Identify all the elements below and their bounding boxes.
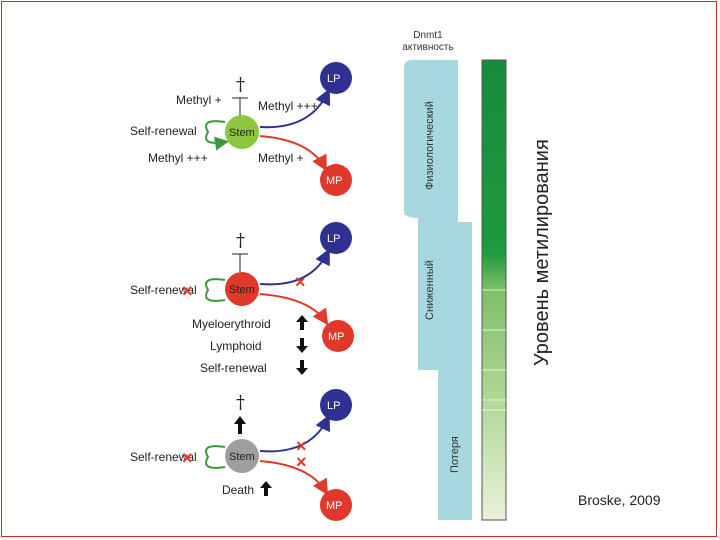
dnmt1-label-line2: активность: [402, 42, 454, 53]
band-label-physiological: Физиологический: [424, 101, 436, 190]
blocked-x-icon: ×: [296, 436, 307, 456]
label-lymphoid: Lymphoid: [210, 339, 262, 353]
lp-label: LP: [327, 400, 340, 412]
methylation-bar-ticks: [482, 289, 506, 411]
panel-physiological: † Methyl + Methyl +++ Self-renewal Methy…: [130, 62, 352, 196]
self-renewal-loop: [205, 120, 229, 151]
label-self-renewal: Self-renewal: [130, 124, 197, 138]
label-self-renewal: Self-renewal: [130, 283, 197, 297]
mp-label: MP: [328, 331, 345, 343]
mp-label: MP: [326, 175, 343, 187]
arrow-to-mp: [259, 460, 329, 496]
self-renewal-loop: [205, 278, 226, 302]
panel-loss: † Self-renewal × Stem × × LP MP Death: [130, 389, 352, 521]
band-label-loss: Потеря: [449, 436, 461, 473]
arrow-to-lp: [259, 248, 330, 286]
lp-node: [320, 389, 352, 421]
arrow-to-lp: [259, 88, 331, 129]
dagger-icon: †: [236, 230, 245, 251]
arrow-up-icon: [260, 481, 272, 496]
dagger-icon: †: [236, 392, 245, 413]
label-methyl-plus: Methyl +: [176, 93, 222, 107]
label-self-renewal-change: Self-renewal: [200, 361, 267, 375]
stem-label: Stem: [229, 451, 255, 463]
arrow-to-mp: [259, 135, 327, 172]
blocked-x-icon: ×: [182, 281, 193, 301]
blocked-x-icon: ×: [182, 448, 193, 468]
mp-node: [322, 320, 354, 352]
stem-cell-loss: [225, 439, 259, 473]
stem-cell-normal: [225, 115, 259, 149]
lp-label: LP: [327, 73, 340, 85]
label-self-renewal: Self-renewal: [130, 450, 197, 464]
panel-reduced: † Self-renewal × Stem × LP MP Myeloeryth…: [130, 222, 354, 375]
mp-node: [320, 164, 352, 196]
self-renewal-loop: [205, 445, 226, 469]
arrow-to-lp: [259, 414, 330, 453]
label-methyl-lp: Methyl +++: [258, 99, 318, 113]
blocked-x-icon: ×: [295, 272, 306, 292]
mp-label: MP: [326, 500, 343, 512]
lp-node: [320, 62, 352, 94]
label-methyl-plusplus: Methyl +++: [148, 151, 208, 165]
dnmt1-label-line1: Dnmt1: [413, 30, 443, 41]
blocked-x-icon: ×: [296, 452, 307, 472]
arrow-up-icon: [234, 416, 246, 434]
dagger-icon: †: [236, 74, 245, 95]
arrow-up-icon: [296, 315, 308, 330]
label-methyl-mp: Methyl +: [258, 151, 304, 165]
label-death: Death: [222, 483, 254, 497]
lp-label: LP: [327, 233, 340, 245]
dnmt1-activity-label: Dnmt1 активность: [388, 30, 468, 54]
lp-node: [320, 222, 352, 254]
arrow-to-mp: [259, 293, 329, 326]
dnmt1-activity-band: [404, 60, 472, 520]
stem-label: Stem: [229, 127, 255, 139]
arrow-down-icon: [296, 338, 308, 353]
band-label-reduced: Сниженный: [424, 260, 436, 320]
label-myeloerythroid: Myeloerythroid: [192, 317, 271, 331]
stem-cell-reduced: [225, 272, 259, 306]
axis-title-methylation: Уровень метилирования: [531, 139, 553, 366]
arrow-down-icon: [296, 360, 308, 375]
stem-label: Stem: [229, 284, 255, 296]
mp-node: [320, 489, 352, 521]
citation-text: Broske, 2009: [578, 492, 661, 508]
